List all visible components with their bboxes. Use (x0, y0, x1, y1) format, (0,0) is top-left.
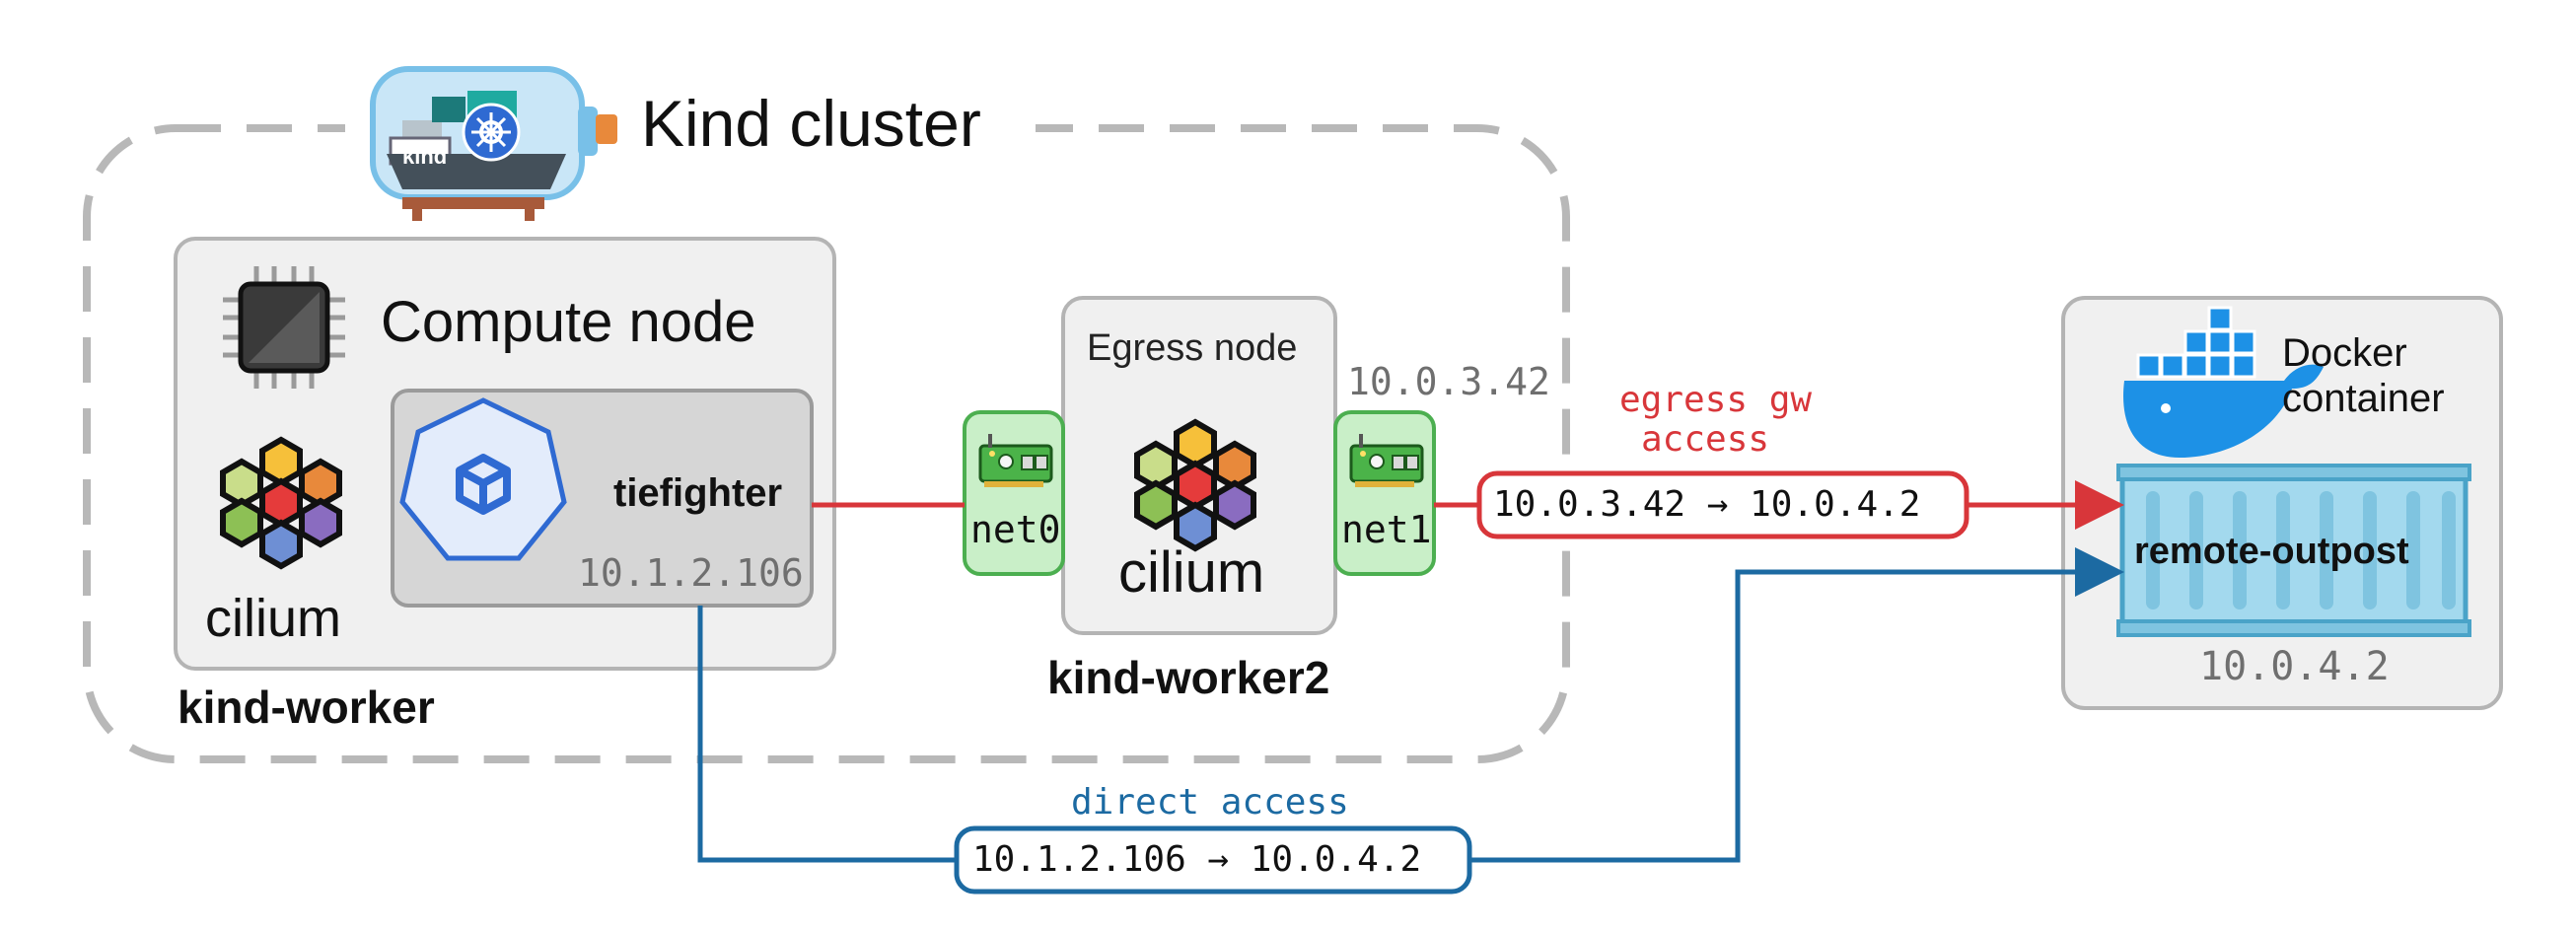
worker-cilium-label: cilium (205, 589, 342, 648)
docker-whale-icon (2123, 306, 2324, 458)
pod-name: tiefighter (613, 471, 783, 515)
container-service-name: remote-outpost (2134, 531, 2409, 572)
cpu-chip-icon (223, 266, 345, 389)
egress-route-text: 10.0.3.42 → 10.0.4.2 (1493, 484, 1921, 525)
docker-label-2: container (2282, 377, 2445, 420)
egress-cilium-label: cilium (1118, 540, 1265, 605)
docker-label-1: Docker (2282, 331, 2407, 375)
container-ip: 10.0.4.2 (2199, 644, 2390, 689)
direct-flow-title: direct access (1071, 782, 1349, 823)
pod-ip: 10.1.2.106 (578, 551, 804, 595)
egress-flow-title-2: access (1641, 419, 1770, 460)
egress-ip: 10.0.3.42 (1347, 360, 1550, 403)
nic1-label: net1 (1341, 508, 1432, 551)
shipping-container-icon (2116, 464, 2471, 637)
kind-bottle-ship-icon (370, 66, 617, 221)
direct-route-text: 10.1.2.106 → 10.0.4.2 (972, 839, 1422, 880)
direct-route-box (954, 825, 1472, 895)
kubernetes-pod-cube-icon (399, 397, 567, 561)
kind-logo-text: kind (402, 144, 448, 169)
egress-flow-title-1: egress gw (1619, 380, 1813, 420)
egress-route-box (1476, 470, 1969, 539)
egress-node-label: Egress node (1087, 327, 1298, 369)
worker-node-label: Compute node (381, 290, 756, 354)
direct-path (697, 547, 2124, 863)
worker-name: kind-worker (178, 681, 435, 733)
egress-worker-name: kind-worker2 (1047, 652, 1330, 703)
cluster-title: Kind cluster (641, 87, 981, 160)
nic0-label: net0 (970, 508, 1061, 551)
